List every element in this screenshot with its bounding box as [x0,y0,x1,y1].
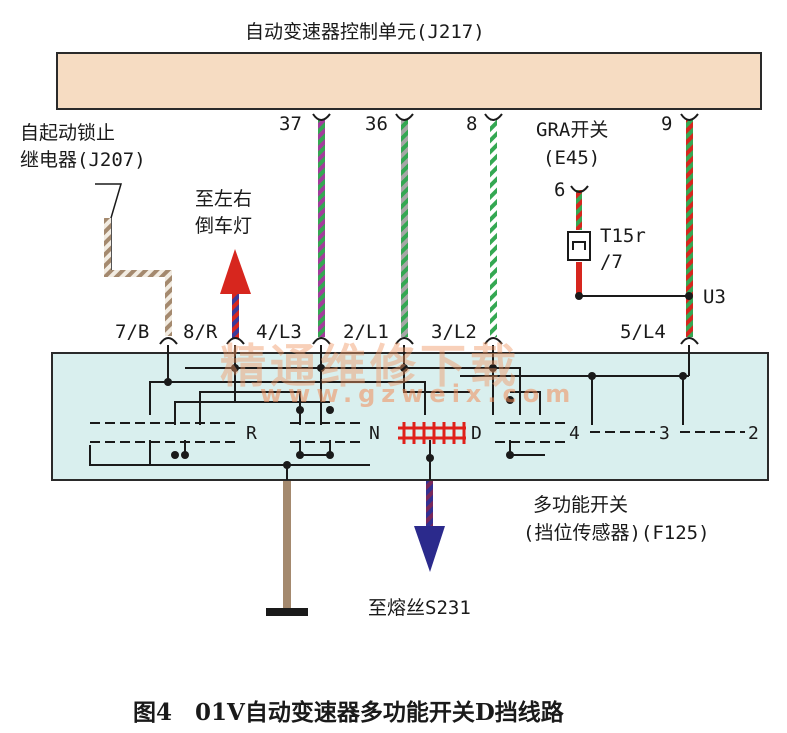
figure-caption: 图4 01V自动变速器多功能开关D挡线路 [133,699,564,726]
position-4: 4 [569,423,580,444]
position-n: N [369,423,380,444]
switch-pin-2l1: 2/L1 [343,321,389,343]
ecu-socket-9 [680,113,699,121]
position-2: 2 [748,423,759,444]
position-d: D [471,423,482,444]
reverse-light-label-line2: 倒车灯 [195,215,253,237]
switch-pin-8r: 8/R [183,321,218,343]
wire-relay-j207 [95,183,172,336]
gra-pin: 6 [554,179,566,201]
switch-label-line2: (挡位传感器)(F125) [523,522,710,544]
ecu-title: 自动变速器控制单元(J217) [245,21,485,43]
position-3: 3 [659,423,670,444]
connector-t15r [567,231,591,261]
switch-pin-5l4: 5/L4 [620,321,666,343]
wire-gra [575,190,693,300]
connector-label-line1: T15r [600,225,646,247]
switch-socket-7b [159,337,178,345]
switch-socket-3l2 [484,337,503,345]
switch-contact-rails [90,422,745,443]
switch-block [51,352,769,481]
wire-pin-37 [318,120,325,337]
gra-socket-6 [570,185,589,193]
switch-pin-3l2: 3/L2 [431,321,477,343]
switch-internal-wiring [89,345,690,480]
switch-pin-4l3: 4/L3 [256,321,302,343]
ecu-block [56,52,762,110]
reverse-light-label-line1: 至左右 [195,188,253,210]
connector-label-line2: /7 [600,251,623,273]
wire-pin-36 [401,120,408,337]
switch-socket-4l3 [312,337,331,345]
ground-wire [266,481,308,616]
wire-fuse-s231 [414,481,445,572]
junction-dots [164,364,687,469]
relay-label-line1: 自起动锁止 [20,122,116,144]
relay-label-line2: 继电器(J207) [20,149,146,171]
gra-label-line2: (E45) [543,147,601,169]
ecu-pin-36: 36 [365,113,388,135]
fuse-label: 至熔丝S231 [368,597,471,619]
ecu-pin-37: 37 [279,113,302,135]
switch-pin-7b: 7/B [115,321,150,343]
position-r: R [246,423,257,444]
ecu-pin-8: 8 [466,113,478,135]
wire-reverse-light [220,249,251,338]
switch-label-line1: 多功能开关 [533,494,629,516]
ecu-pin-9: 9 [661,113,673,135]
ecu-socket-8 [484,113,503,121]
switch-socket-2l1 [395,337,414,345]
ecu-socket-36 [395,113,414,121]
wire-pin-8 [490,120,497,337]
wire-pin-9 [686,120,693,337]
gra-label-line1: GRA开关 [536,119,609,141]
switch-socket-8r [226,337,245,345]
splice-label: U3 [703,286,726,308]
ecu-socket-37 [312,113,331,121]
contact-d-highlight [398,422,466,444]
switch-socket-5l4 [680,337,699,345]
